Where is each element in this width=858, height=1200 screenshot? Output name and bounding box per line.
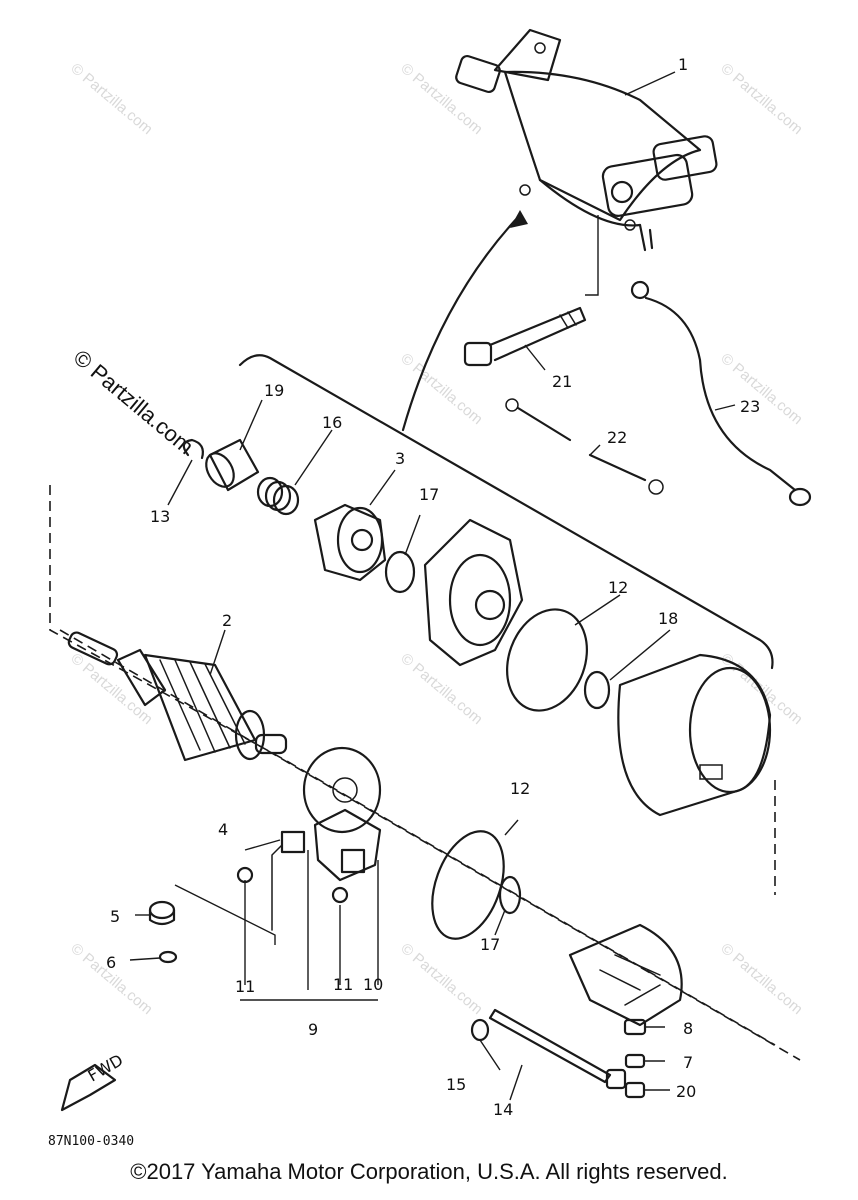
callout-14: 14 <box>493 1100 513 1119</box>
rear-cover <box>568 923 683 1027</box>
front-cover <box>423 518 524 667</box>
o-ring-part-12 <box>431 830 505 940</box>
fwd-arrow-icon: FWD <box>60 1050 127 1112</box>
watermark: © Partzilla.com <box>717 350 805 428</box>
assembly-axis-line <box>49 485 776 1046</box>
yoke-housing <box>617 653 772 817</box>
nut-part-5 <box>148 900 176 926</box>
callout-18: 18 <box>658 609 678 628</box>
callout-10: 10 <box>363 975 383 994</box>
washer-part-11 <box>236 866 254 884</box>
callout-20: 20 <box>676 1082 696 1101</box>
nut-part-20 <box>624 1081 646 1099</box>
watermark: © Partzilla.com <box>717 940 805 1018</box>
callout-labels: 1 2 3 4 5 6 7 8 9 10 11 11 12 12 13 14 1… <box>106 55 760 1119</box>
lead-wire-part-22 <box>505 398 664 495</box>
armature-part-2 <box>67 631 288 762</box>
o-ring-part-12 <box>506 608 588 712</box>
callout-8: 8 <box>683 1019 693 1038</box>
callout-3: 3 <box>395 449 405 468</box>
washer-part-17 <box>498 875 522 915</box>
watermark: © Partzilla.com <box>67 650 155 728</box>
brush-plate <box>302 746 382 882</box>
watermark: © Partzilla.com <box>397 60 485 138</box>
callout-7: 7 <box>683 1053 693 1072</box>
assembly-axis-line <box>59 629 801 1061</box>
clutch-part-3 <box>313 503 387 582</box>
washer-part-6 <box>158 950 178 964</box>
callout-4: 4 <box>218 820 228 839</box>
callout-19: 19 <box>264 381 284 400</box>
callout-22: 22 <box>607 428 627 447</box>
callout-6: 6 <box>106 953 116 972</box>
washer-part-15 <box>470 1018 490 1042</box>
group-bracket <box>238 354 774 670</box>
callout-12b: 12 <box>510 779 530 798</box>
through-bolt-part-14 <box>488 1008 627 1090</box>
callout-15: 15 <box>446 1075 466 1094</box>
washer-part-17 <box>384 550 416 594</box>
watermark: © Partzilla.com <box>67 940 155 1018</box>
brush-part-4 <box>271 830 306 931</box>
callout-17a: 17 <box>419 485 439 504</box>
callout-5: 5 <box>110 907 120 926</box>
watermark: © Partzilla.com <box>717 60 805 138</box>
bushing-part-7 <box>624 1053 646 1069</box>
watermark: © Partzilla.com <box>397 940 485 1018</box>
washer-part-18 <box>583 670 611 710</box>
watermark: © Partzilla.com <box>67 60 155 138</box>
watermark-main: © Partzilla.com <box>69 345 199 459</box>
diagram-code: 87N100-0340 <box>48 1134 134 1149</box>
fwd-label: FWD <box>85 1050 127 1085</box>
assembly-arrow <box>401 213 522 432</box>
callout-1: 1 <box>678 55 688 74</box>
callout-21: 21 <box>552 372 572 391</box>
watermark: © Partzilla.com <box>397 650 485 728</box>
callout-12a: 12 <box>608 578 628 597</box>
callout-2: 2 <box>222 611 232 630</box>
callout-11b: 11 <box>333 975 353 994</box>
circlip-part-13 <box>182 438 204 460</box>
callout-13: 13 <box>150 507 170 526</box>
washer-part-11 <box>331 886 349 904</box>
callout-9: 9 <box>308 1020 318 1039</box>
watermark: © Partzilla.com <box>397 350 485 428</box>
starter-motor-assembly <box>455 28 718 252</box>
callout-17b: 17 <box>480 935 500 954</box>
copyright-notice: ©2017 Yamaha Motor Corporation, U.S.A. A… <box>130 1159 728 1184</box>
spring-part-16 <box>256 476 300 516</box>
cable-part-23 <box>630 280 812 507</box>
bolt-part-21 <box>463 306 587 367</box>
arrow-head <box>510 210 528 228</box>
callout-leaders <box>129 71 736 1101</box>
callout-16: 16 <box>322 413 342 432</box>
watermarks: © Partzilla.com © Partzilla.com © Partzi… <box>67 60 805 1018</box>
callout-23: 23 <box>740 397 760 416</box>
collar-part-19 <box>205 438 260 492</box>
callout-11a: 11 <box>235 977 255 996</box>
